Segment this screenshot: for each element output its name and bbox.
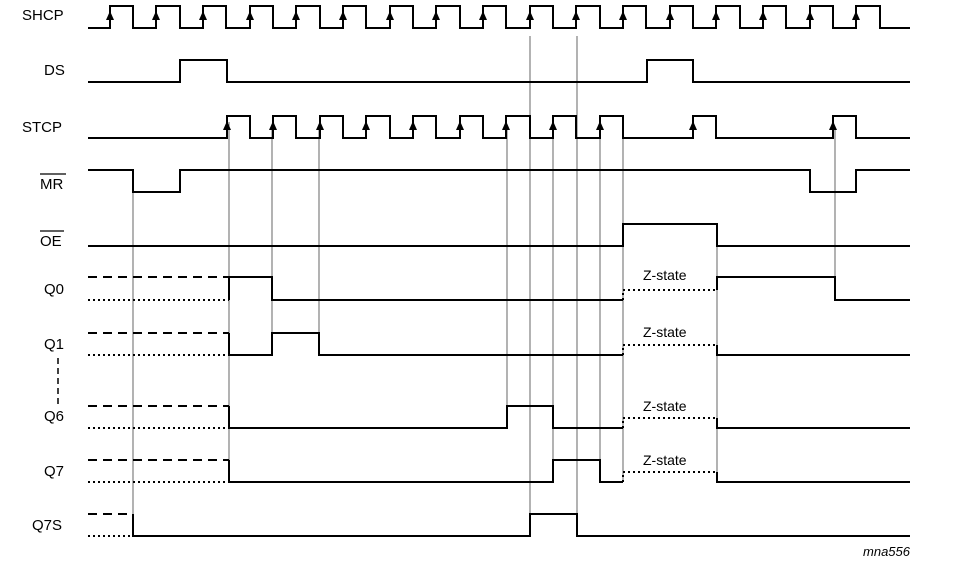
q0-label: Q0 — [44, 281, 64, 298]
q1-z-state-label: Z-state — [643, 324, 687, 340]
ds-label: DS — [44, 62, 65, 79]
q7-waveform — [88, 459, 910, 483]
q1-label: Q1 — [44, 336, 64, 353]
figure-id-label: mna556 — [863, 544, 911, 559]
q6-z-state-label: Z-state — [643, 398, 687, 414]
mr-waveform — [88, 169, 910, 193]
stcp-rising-edge-arrows — [223, 121, 837, 130]
shcp-waveform — [88, 5, 910, 29]
ds-waveform — [88, 59, 910, 83]
stcp-waveform — [88, 115, 910, 139]
q1-waveform — [88, 332, 910, 356]
shcp-rising-edge-arrows — [106, 11, 860, 20]
mr-label: MR — [40, 176, 63, 193]
q6-waveform — [88, 405, 910, 429]
q0-z-state-label: Z-state — [643, 267, 687, 283]
q7-z-state-label: Z-state — [643, 452, 687, 468]
q7s-label: Q7S — [32, 517, 62, 534]
q7s-waveform — [88, 513, 910, 537]
q0-waveform — [88, 276, 910, 301]
timing-guides — [132, 36, 836, 536]
oe-waveform — [88, 223, 910, 247]
shcp-label: SHCP — [22, 7, 64, 24]
q6-label: Q6 — [44, 408, 64, 425]
q7-label: Q7 — [44, 463, 64, 480]
stcp-label: STCP — [22, 119, 62, 136]
signal-labels: SHCP DS STCP MR OE Q0 Q1 Q6 Q7 Q7S — [22, 7, 66, 534]
oe-label: OE — [40, 233, 62, 250]
